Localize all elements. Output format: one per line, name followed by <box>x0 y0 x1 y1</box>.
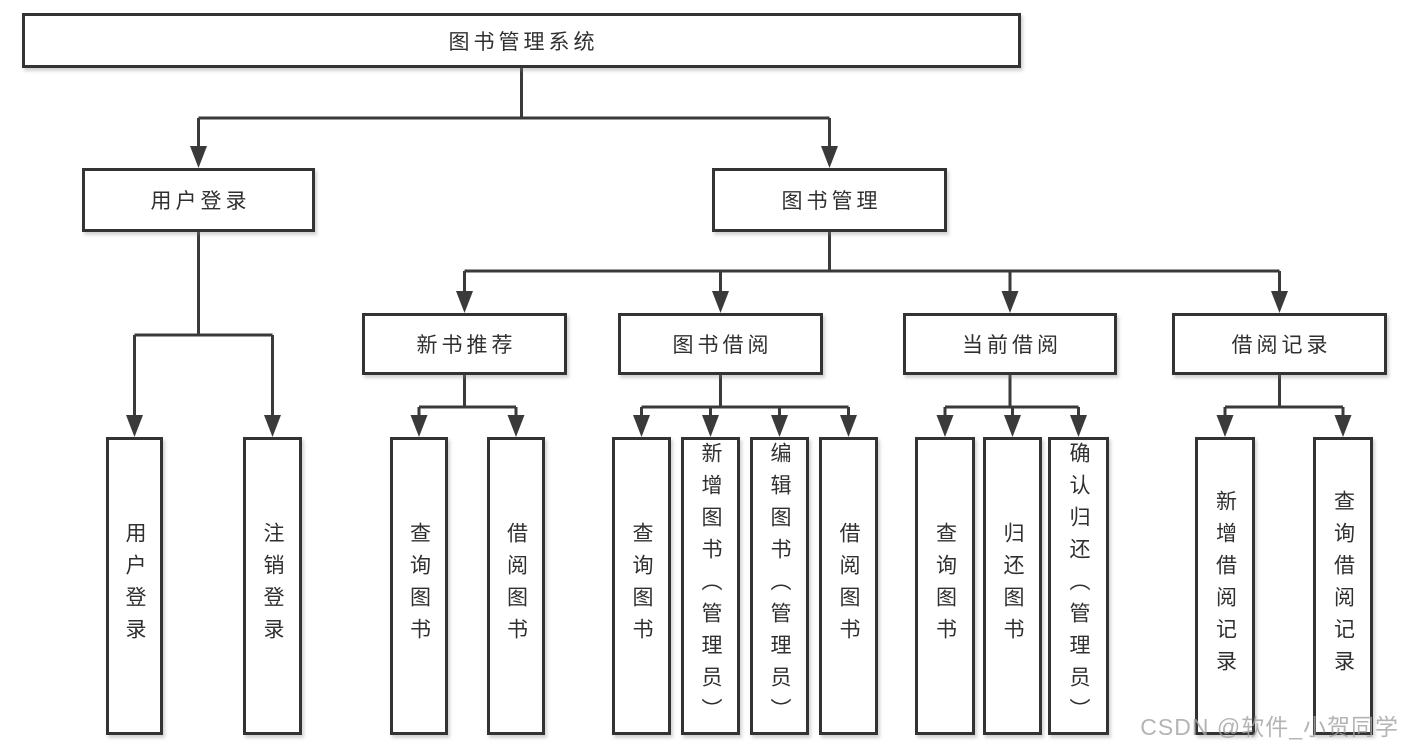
node-login: 用户登录 <box>106 437 163 735</box>
node-borrowing-query-books: 查询图书 <box>612 437 671 735</box>
node-current-borrowing: 当前借阅 <box>903 313 1117 375</box>
node-records-query-record: 查询借阅记录 <box>1313 437 1373 735</box>
csdn-watermark: CSDN @软件_小贺同学 <box>1140 714 1399 740</box>
node-borrowing-edit-books-admin: 编辑图书（管理员） <box>750 437 809 735</box>
node-borrowing-add-books-admin: 新增图书（管理员） <box>681 437 740 735</box>
node-library-system: 图书管理系统 <box>22 13 1021 68</box>
node-book-management: 图书管理 <box>712 168 947 232</box>
node-current-confirm-return-admin: 确认归还（管理员） <box>1048 437 1109 735</box>
node-current-query-books: 查询图书 <box>915 437 975 735</box>
node-new-book-recommend: 新书推荐 <box>362 313 567 375</box>
node-user-login: 用户登录 <box>82 168 315 232</box>
node-logout: 注销登录 <box>243 437 302 735</box>
node-recommend-query-books: 查询图书 <box>390 437 448 735</box>
node-borrowing-records: 借阅记录 <box>1172 313 1387 375</box>
node-records-add-record: 新增借阅记录 <box>1195 437 1255 735</box>
node-book-borrowing: 图书借阅 <box>618 313 823 375</box>
node-recommend-borrow-books: 借阅图书 <box>487 437 545 735</box>
node-borrowing-borrow-books: 借阅图书 <box>819 437 878 735</box>
node-current-return-books: 归还图书 <box>983 437 1042 735</box>
